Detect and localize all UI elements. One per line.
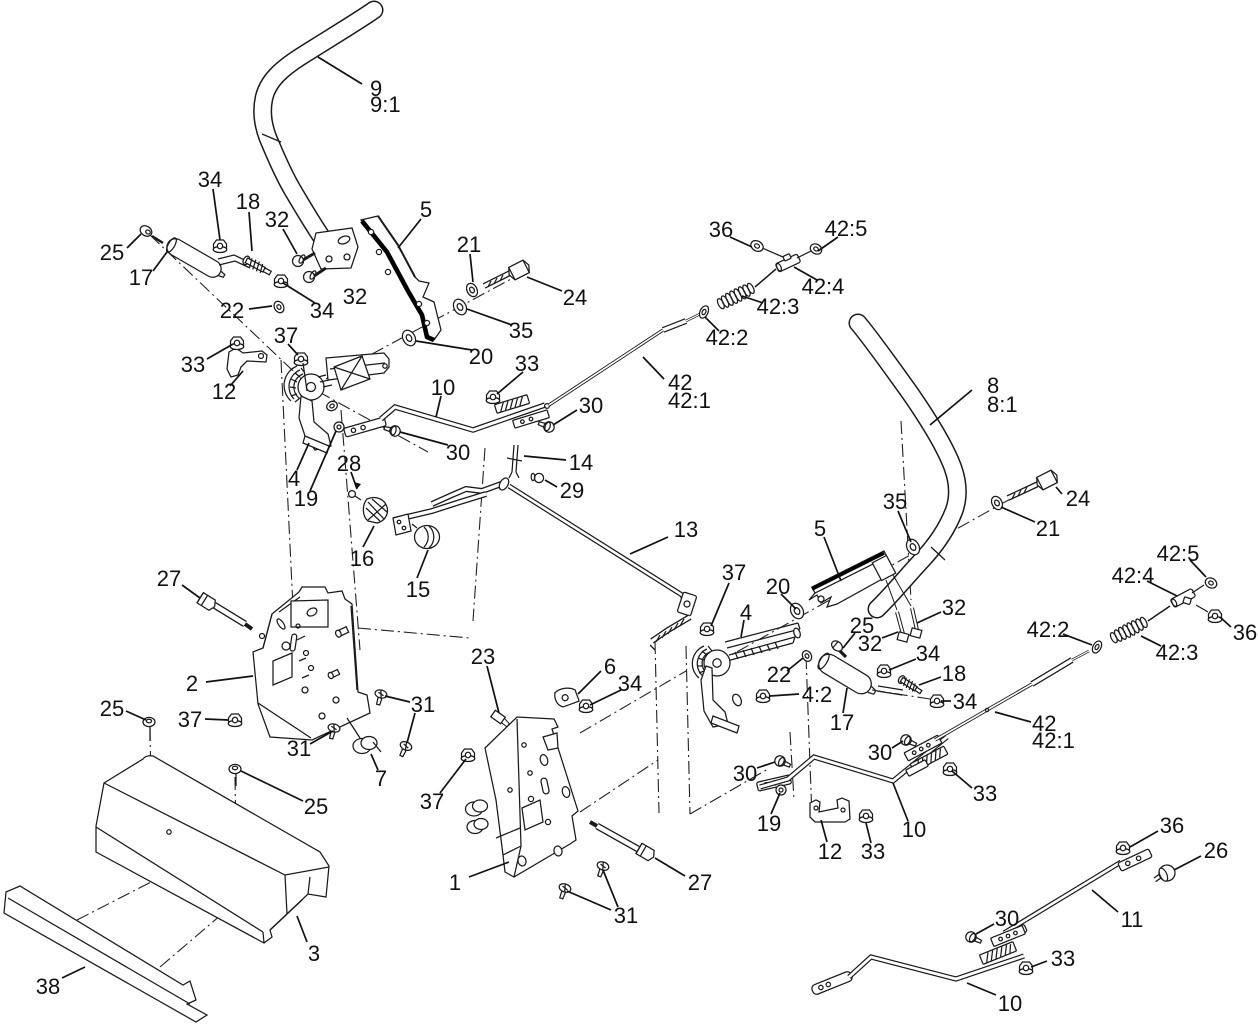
svg-text:35: 35 bbox=[883, 489, 907, 514]
svg-text:18: 18 bbox=[942, 661, 966, 686]
svg-text:30: 30 bbox=[995, 906, 1019, 931]
svg-text:33: 33 bbox=[861, 839, 885, 864]
svg-text:19: 19 bbox=[757, 811, 781, 836]
svg-text:42: 42 bbox=[1032, 711, 1056, 736]
svg-text:31: 31 bbox=[614, 903, 638, 928]
svg-text:9:1: 9:1 bbox=[370, 92, 401, 117]
svg-text:28: 28 bbox=[337, 451, 361, 476]
svg-text:20: 20 bbox=[469, 344, 493, 369]
svg-text:25: 25 bbox=[304, 794, 328, 819]
svg-text:32: 32 bbox=[858, 631, 882, 656]
svg-text:15: 15 bbox=[406, 577, 430, 602]
svg-text:42:5: 42:5 bbox=[825, 216, 868, 241]
svg-text:21: 21 bbox=[1036, 516, 1060, 541]
svg-text:25: 25 bbox=[850, 613, 874, 638]
svg-text:32: 32 bbox=[265, 207, 289, 232]
svg-text:34: 34 bbox=[310, 298, 334, 323]
svg-text:4: 4 bbox=[288, 466, 300, 491]
svg-text:2: 2 bbox=[186, 671, 198, 696]
svg-text:27: 27 bbox=[157, 566, 181, 591]
svg-text:18: 18 bbox=[236, 189, 260, 214]
svg-text:8: 8 bbox=[987, 373, 999, 398]
svg-text:30: 30 bbox=[733, 761, 757, 786]
svg-text:33: 33 bbox=[973, 781, 997, 806]
svg-text:24: 24 bbox=[563, 285, 587, 310]
svg-text:32: 32 bbox=[343, 284, 367, 309]
svg-text:1: 1 bbox=[449, 870, 461, 895]
svg-text:12: 12 bbox=[818, 839, 842, 864]
svg-text:20: 20 bbox=[766, 574, 790, 599]
svg-text:24: 24 bbox=[1066, 486, 1090, 511]
svg-text:42: 42 bbox=[668, 370, 692, 395]
svg-text:31: 31 bbox=[411, 692, 435, 717]
svg-text:7: 7 bbox=[375, 766, 387, 791]
svg-text:12: 12 bbox=[212, 379, 236, 404]
svg-text:29: 29 bbox=[560, 478, 584, 503]
svg-text:38: 38 bbox=[36, 974, 60, 999]
svg-text:30: 30 bbox=[446, 440, 470, 465]
svg-text:34: 34 bbox=[953, 689, 977, 714]
svg-text:25: 25 bbox=[100, 696, 124, 721]
svg-text:22: 22 bbox=[767, 662, 791, 687]
svg-text:9: 9 bbox=[370, 76, 382, 101]
svg-text:10: 10 bbox=[431, 375, 455, 400]
svg-text:36: 36 bbox=[709, 217, 733, 242]
svg-text:42:3: 42:3 bbox=[1156, 640, 1199, 665]
svg-text:3: 3 bbox=[308, 941, 320, 966]
svg-text:42:5: 42:5 bbox=[1157, 541, 1200, 566]
svg-text:42:3: 42:3 bbox=[757, 294, 800, 319]
svg-text:37: 37 bbox=[274, 323, 298, 348]
svg-text:36: 36 bbox=[1233, 620, 1257, 645]
svg-text:17: 17 bbox=[830, 710, 854, 735]
svg-text:16: 16 bbox=[350, 546, 374, 571]
svg-text:34: 34 bbox=[618, 671, 642, 696]
svg-text:23: 23 bbox=[471, 644, 495, 669]
svg-text:42:4: 42:4 bbox=[802, 274, 845, 299]
svg-text:34: 34 bbox=[198, 167, 222, 192]
svg-text:42:2: 42:2 bbox=[1027, 617, 1070, 642]
svg-text:26: 26 bbox=[1204, 838, 1228, 863]
svg-text:10: 10 bbox=[998, 991, 1022, 1016]
svg-text:37: 37 bbox=[420, 789, 444, 814]
svg-text:22: 22 bbox=[220, 298, 244, 323]
svg-text:31: 31 bbox=[287, 736, 311, 761]
svg-text:35: 35 bbox=[509, 318, 533, 343]
svg-text:37: 37 bbox=[178, 707, 202, 732]
svg-text:5: 5 bbox=[420, 197, 432, 222]
svg-text:42:1: 42:1 bbox=[1032, 728, 1075, 753]
svg-text:27: 27 bbox=[688, 870, 712, 895]
svg-text:33: 33 bbox=[181, 352, 205, 377]
svg-text:17: 17 bbox=[129, 265, 153, 290]
svg-text:10: 10 bbox=[902, 817, 926, 842]
svg-text:42:2: 42:2 bbox=[706, 325, 749, 350]
svg-text:8:1: 8:1 bbox=[987, 392, 1018, 417]
svg-text:11: 11 bbox=[1121, 907, 1144, 932]
svg-text:33: 33 bbox=[515, 351, 539, 376]
svg-text:34: 34 bbox=[916, 641, 940, 666]
svg-text:37: 37 bbox=[722, 560, 746, 585]
svg-text:30: 30 bbox=[868, 740, 892, 765]
svg-text:33: 33 bbox=[1051, 946, 1075, 971]
svg-text:4:2: 4:2 bbox=[802, 682, 833, 707]
svg-text:32: 32 bbox=[942, 595, 966, 620]
svg-text:19: 19 bbox=[294, 486, 318, 511]
svg-text:42:4: 42:4 bbox=[1112, 563, 1155, 588]
svg-text:14: 14 bbox=[569, 450, 593, 475]
svg-text:6: 6 bbox=[604, 654, 616, 679]
svg-text:30: 30 bbox=[579, 393, 603, 418]
svg-text:36: 36 bbox=[1160, 813, 1184, 838]
svg-text:5: 5 bbox=[814, 516, 826, 541]
svg-text:21: 21 bbox=[457, 232, 481, 257]
svg-text:4: 4 bbox=[740, 600, 752, 625]
svg-text:25: 25 bbox=[100, 240, 124, 265]
svg-text:13: 13 bbox=[674, 517, 698, 542]
svg-text:42:1: 42:1 bbox=[668, 388, 711, 413]
